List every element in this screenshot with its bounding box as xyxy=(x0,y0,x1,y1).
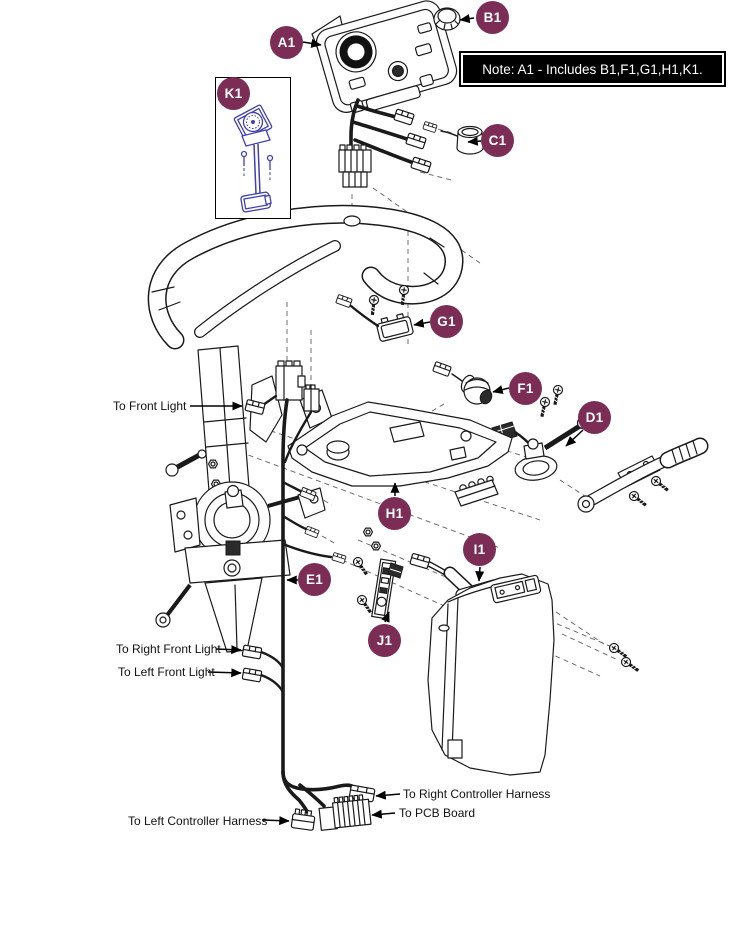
callout-j1: J1 xyxy=(368,624,401,657)
keyswitch-drawing xyxy=(432,361,493,405)
callout-b1: B1 xyxy=(476,1,509,34)
note-text: Note: A1 - Includes B1,F1,G1,H1,K1. xyxy=(482,61,703,77)
k1-part-drawing xyxy=(233,104,274,213)
console-drawing xyxy=(311,0,458,114)
main-harness-drawing xyxy=(241,360,376,831)
label-right-controller-harness: To Right Controller Harness xyxy=(403,787,551,801)
callout-h1: H1 xyxy=(378,497,411,530)
console-tray-drawing xyxy=(287,401,513,507)
callout-k1: K1 xyxy=(217,77,250,110)
label-right-front-light: To Right Front Light xyxy=(116,642,221,656)
label-left-controller-harness: To Left Controller Harness xyxy=(128,814,268,828)
k1-inset-box xyxy=(215,77,291,219)
callout-d1: D1 xyxy=(578,401,611,434)
handlebar-drawing xyxy=(147,204,464,350)
callout-g1: G1 xyxy=(430,305,463,338)
callout-f1: F1 xyxy=(509,372,542,405)
callout-e1: E1 xyxy=(298,563,331,596)
knob-drawing xyxy=(433,7,461,31)
tiller-base-drawing xyxy=(155,449,326,653)
shroud-drawing xyxy=(427,573,643,776)
label-front-light: To Front Light xyxy=(113,399,187,413)
callout-c1: C1 xyxy=(481,124,514,157)
pcb-drawing xyxy=(350,527,404,620)
callout-a1: A1 xyxy=(270,26,303,59)
speed-module-drawing xyxy=(335,283,414,342)
label-pcb-board: To PCB Board xyxy=(399,806,476,820)
console-harness-drawing xyxy=(338,98,484,188)
callout-i1: I1 xyxy=(463,533,496,566)
label-left-front-light: To Left Front Light xyxy=(118,665,215,679)
note-box: Note: A1 - Includes B1,F1,G1,H1,K1. xyxy=(459,51,726,87)
callout-arrows xyxy=(190,14,584,826)
